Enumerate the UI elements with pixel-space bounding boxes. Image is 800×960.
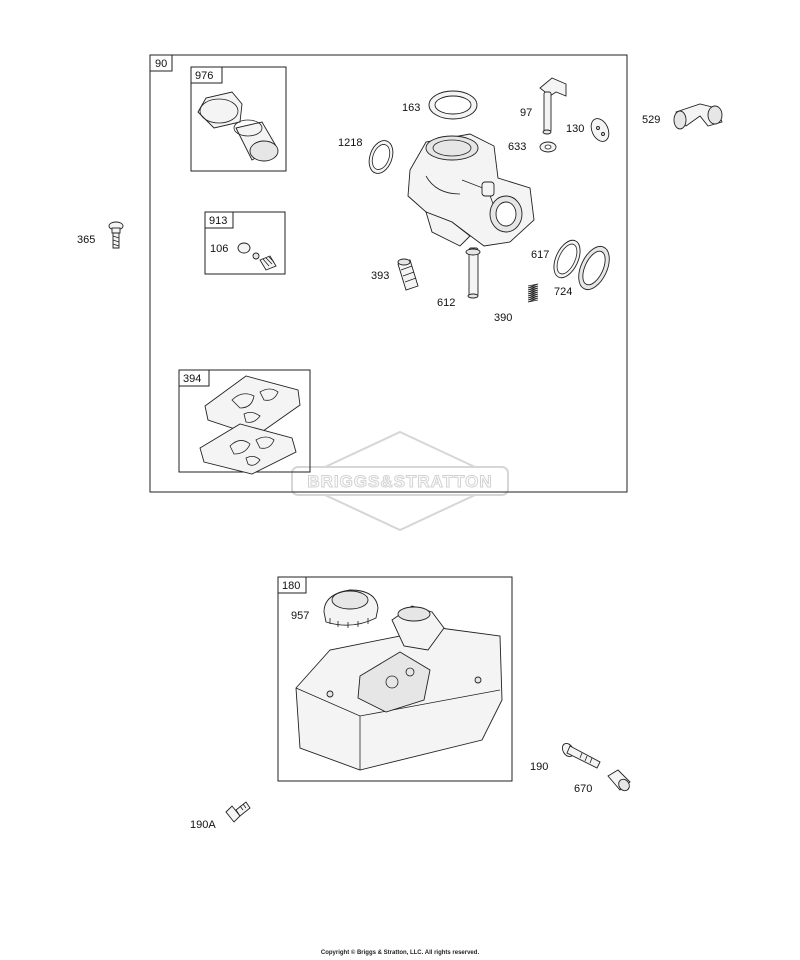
choke-shaft-97-part[interactable] xyxy=(539,77,567,135)
part-633-label: 633 xyxy=(508,141,526,153)
part-1218-label: 1218 xyxy=(338,137,362,149)
valve-kit-label: 913 xyxy=(209,215,227,227)
valve-kit-box xyxy=(204,211,286,275)
choke-plate-130-part[interactable] xyxy=(588,116,613,145)
part-163-label: 163 xyxy=(402,102,420,114)
boot-kit-tag xyxy=(190,66,223,84)
ring-724-part[interactable] xyxy=(572,242,615,295)
bolt-190A-part[interactable] xyxy=(225,801,251,823)
fuel-cap-957-part[interactable] xyxy=(323,589,379,628)
jet-393-part[interactable] xyxy=(397,258,419,291)
part-97-label: 97 xyxy=(520,107,532,119)
fuel-tank-label: 180 xyxy=(282,580,300,592)
part-612-label: 612 xyxy=(437,297,455,309)
spacer-670-part[interactable] xyxy=(607,769,632,793)
copyright-notice: Copyright © Briggs & Stratton, LLC. All … xyxy=(320,950,480,956)
fuel-tank-box xyxy=(277,576,513,782)
carburetor-assembly-tag xyxy=(149,54,173,72)
intake-boot-part[interactable] xyxy=(197,91,279,162)
carburetor-assembly-box xyxy=(149,54,628,493)
part-190-label: 190 xyxy=(530,761,548,773)
fuel-tank-tag xyxy=(277,576,307,594)
part-390-label: 390 xyxy=(494,312,512,324)
part-130-label: 130 xyxy=(566,123,584,135)
part-617-label: 617 xyxy=(531,249,549,261)
valve-seat-part[interactable] xyxy=(237,242,277,271)
bolt-365-part[interactable] xyxy=(108,221,124,249)
watermark-text: BRIGGS&STRATTON xyxy=(307,472,492,491)
valve-kit-tag xyxy=(204,211,234,229)
elbow-529-part[interactable] xyxy=(673,103,723,130)
part-957-label: 957 xyxy=(291,610,309,622)
boot-kit-box xyxy=(190,66,287,172)
part-106-label: 106 xyxy=(210,243,228,255)
o-ring-617-part[interactable] xyxy=(549,236,586,282)
boot-kit-label: 976 xyxy=(195,70,213,82)
brand-watermark: BRIGGS&STRATTON xyxy=(291,430,509,532)
gasket-kit-tag xyxy=(178,369,210,387)
o-ring-1218-part[interactable] xyxy=(365,137,397,176)
diaphragm-gasket-part[interactable] xyxy=(199,375,301,475)
fuel-tank-part[interactable] xyxy=(295,605,503,771)
gasket-kit-label: 394 xyxy=(183,373,201,385)
carburetor-assembly-label: 90 xyxy=(155,58,167,70)
part-724-label: 724 xyxy=(554,286,572,298)
seal-633-part[interactable] xyxy=(539,141,557,153)
carburetor-body-part[interactable] xyxy=(407,133,535,247)
part-670-label: 670 xyxy=(574,783,592,795)
spring-390-part[interactable] xyxy=(527,283,539,303)
part-365-label: 365 xyxy=(77,234,95,246)
part-190A-label: 190A xyxy=(190,819,216,831)
o-ring-163-part[interactable] xyxy=(428,90,478,120)
part-529-label: 529 xyxy=(642,114,660,126)
pipe-612-part[interactable] xyxy=(465,247,481,299)
part-393-label: 393 xyxy=(371,270,389,282)
bolt-190-part[interactable] xyxy=(560,741,601,769)
